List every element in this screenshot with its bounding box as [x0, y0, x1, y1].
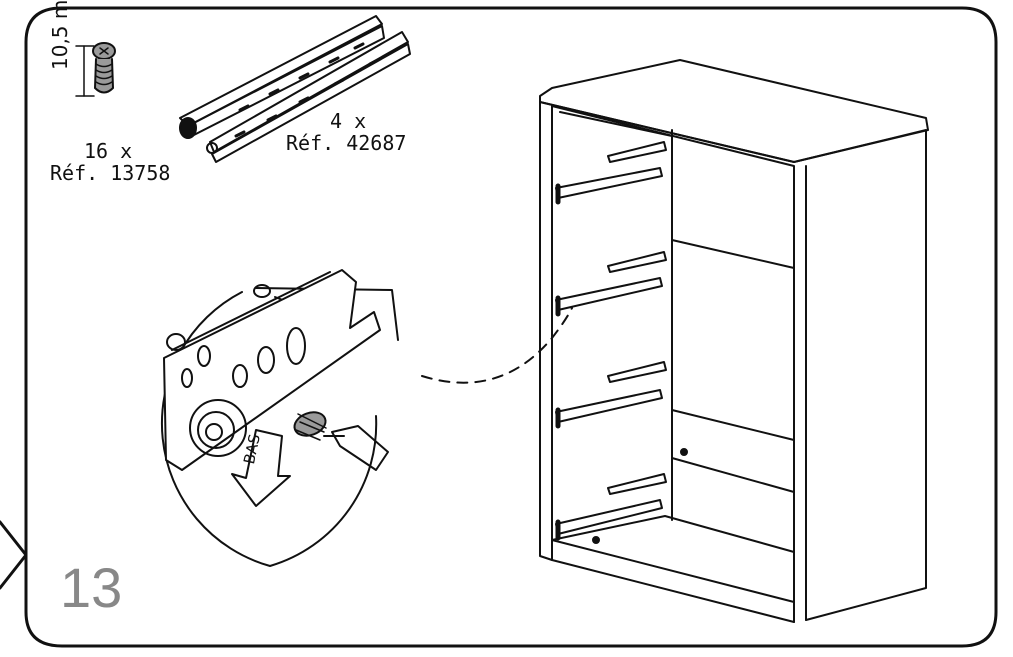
rail-part-icon [179, 15, 411, 163]
screw-quantity-label: 16 x [84, 139, 133, 163]
screw-part-icon [75, 42, 116, 97]
panel-frame [24, 6, 998, 648]
rail-quantity-label: 4 x [330, 109, 367, 133]
cabinet-drawing [539, 59, 929, 623]
screw-dimension-label: 10,5 mm [48, 0, 72, 70]
step-number: 13 [60, 556, 123, 619]
detail-leader-line [421, 307, 573, 384]
step-arrow-marker [0, 520, 28, 590]
rail-reference-label: Réf. 42687 [286, 131, 407, 155]
screw-reference-label: Réf. 13758 [50, 161, 171, 185]
rail-screw-detail-callout [160, 269, 399, 567]
